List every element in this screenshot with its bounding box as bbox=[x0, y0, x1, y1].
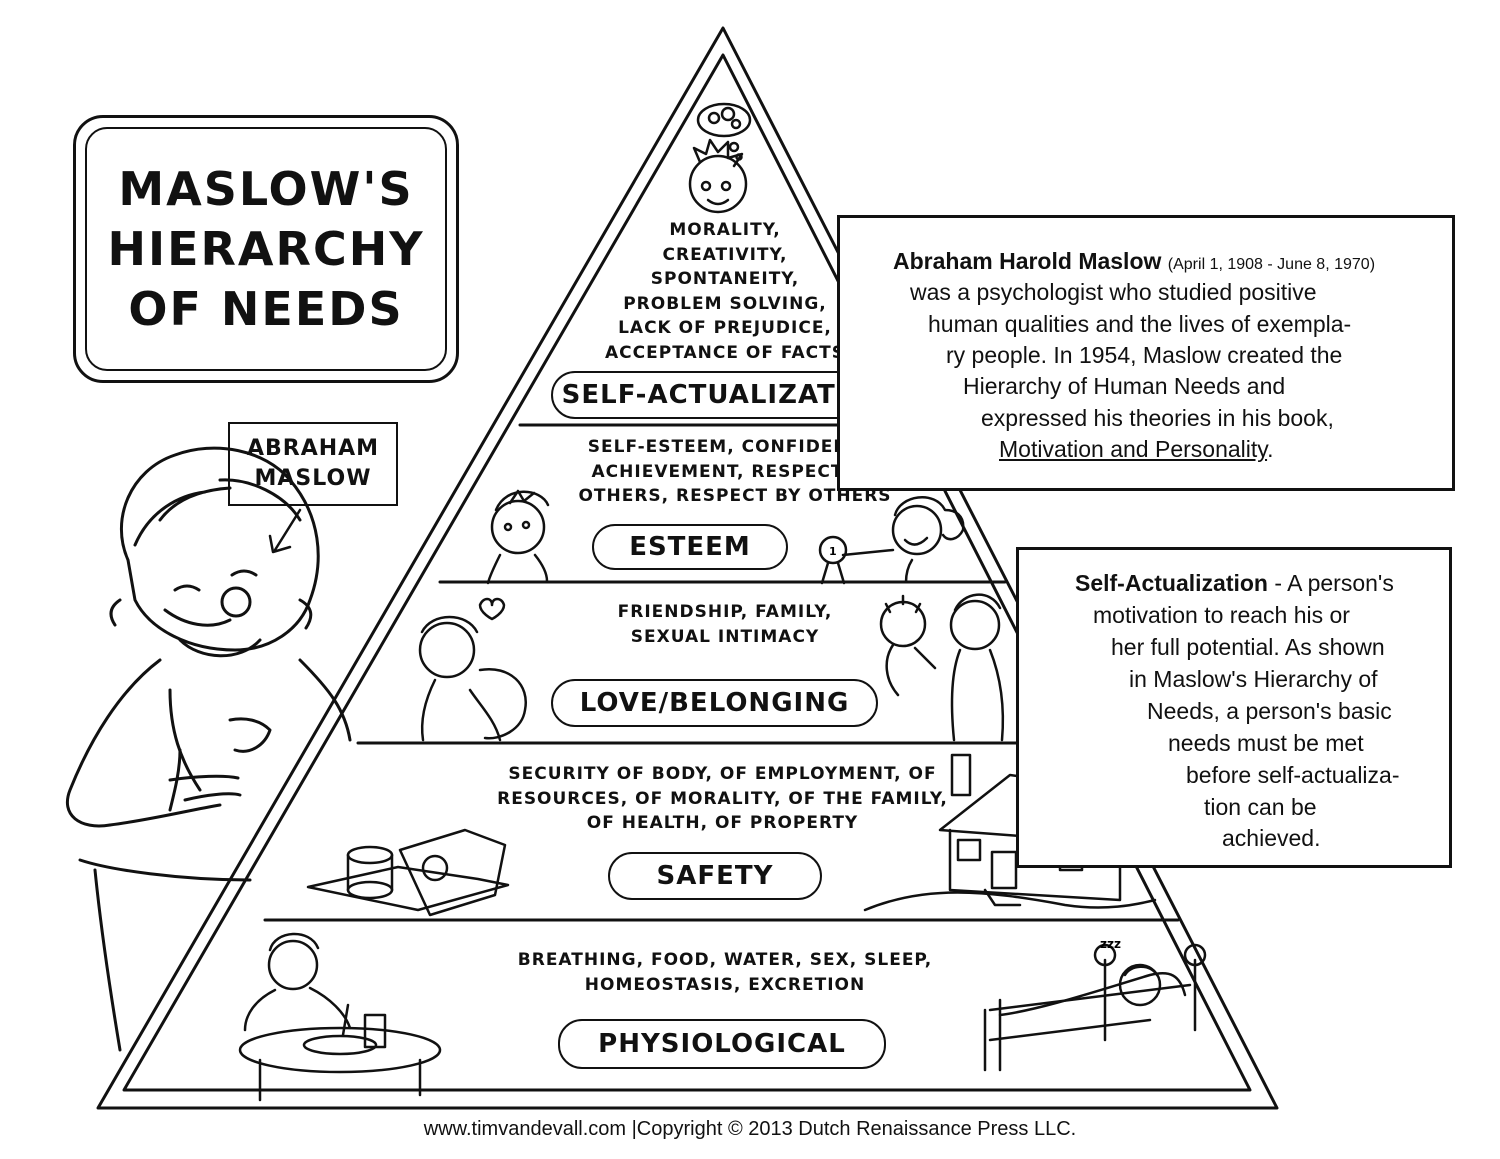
definition-line-8: achieved. bbox=[1222, 825, 1321, 851]
sleep-zzz: zzz bbox=[1100, 937, 1121, 951]
safety-needs: SECURITY OF BODY, OF EMPLOYMENT, OF RESO… bbox=[460, 762, 985, 836]
need-text: PROBLEM SOLVING, bbox=[623, 293, 827, 314]
need-text: MORALITY, bbox=[669, 220, 781, 240]
esteem-kids-illustration bbox=[486, 489, 965, 585]
definition-line-5: needs must be met bbox=[1168, 730, 1364, 756]
pyramid-outer-border bbox=[96, 26, 1279, 1110]
physiological-needs: BREATHING, FOOD, WATER, SEX, SLEEP, HOME… bbox=[495, 948, 955, 997]
need-text: ACCEPTANCE OF FACTS bbox=[605, 342, 845, 363]
award-badge-number: 1 bbox=[829, 545, 837, 558]
need-text: FRIENDSHIP, FAMILY, bbox=[617, 602, 833, 622]
definition-line-7: tion can be bbox=[1204, 794, 1317, 820]
definition-line-1: motivation to reach his or bbox=[1093, 602, 1350, 628]
love-belonging-needs: FRIENDSHIP, FAMILY, SEXUAL INTIMACY bbox=[560, 600, 890, 649]
footer-copyright: www.timvandevall.com |Copyright © 2013 D… bbox=[423, 1118, 1077, 1140]
bio-line-4: Hierarchy of Human Needs and bbox=[963, 373, 1286, 399]
maslow-illustration bbox=[65, 446, 352, 1052]
love-belonging-label: LOVE/BELONGING bbox=[551, 679, 878, 727]
definition-line-6: before self-actualiza- bbox=[1186, 762, 1400, 788]
definition-box bbox=[1016, 547, 1452, 868]
bio-line-2: human qualities and the lives of exempla… bbox=[928, 311, 1352, 337]
esteem-needs: SELF-ESTEEM, CONFIDENCE, ACHIEVEMENT, RE… bbox=[540, 435, 930, 509]
hugging-couple-illustration bbox=[418, 593, 1005, 742]
esteem-label: ESTEEM bbox=[592, 524, 788, 570]
title-line-3: OF NEEDS bbox=[128, 282, 404, 336]
pyramid-inner-border bbox=[122, 53, 1252, 1092]
caption-line-2: MASLOW bbox=[254, 466, 372, 491]
maslow-caption-box: ABRAHAM MASLOW bbox=[228, 422, 398, 506]
need-text: SECURITY OF BODY, OF EMPLOYMENT, OF bbox=[508, 764, 937, 784]
title-line-2: HIERARCHY bbox=[107, 222, 425, 276]
need-text: LACK OF PREJUDICE, bbox=[618, 318, 832, 338]
physiological-label: PHYSIOLOGICAL bbox=[558, 1019, 886, 1069]
need-text: SELF-ESTEEM, CONFIDENCE, bbox=[587, 437, 883, 457]
safety-label: SAFETY bbox=[608, 852, 822, 900]
self-actualization-needs: MORALITY, CREATIVITY, SPONTANEITY, PROBL… bbox=[560, 218, 890, 365]
money-stack-illustration bbox=[306, 828, 510, 917]
need-text: ACHIEVEMENT, RESPECT OF bbox=[591, 461, 879, 482]
need-text: OTHERS, RESPECT BY OTHERS bbox=[578, 486, 892, 506]
caption-line-1: ABRAHAM bbox=[246, 436, 380, 461]
book-period: . bbox=[1267, 436, 1274, 462]
definition-line-2: her full potential. As shown bbox=[1111, 634, 1385, 660]
bio-line-1: was a psychologist who studied positive bbox=[910, 279, 1317, 305]
thinking-kid-illustration bbox=[688, 102, 752, 214]
title-box: MASLOW'S HIERARCHY OF NEEDS bbox=[73, 115, 459, 383]
definition-term: Self-Actualization bbox=[1075, 570, 1268, 596]
need-text: BREATHING, FOOD, WATER, SEX, SLEEP, bbox=[517, 950, 933, 970]
bio-line-6: Motivation and Personality. bbox=[999, 434, 1273, 465]
bio-box bbox=[837, 215, 1455, 491]
need-text: HOMEOSTASIS, EXCRETION bbox=[584, 974, 866, 995]
need-text: RESOURCES, OF MORALITY, OF THE FAMILY, bbox=[497, 788, 948, 809]
bio-line-5: expressed his theories in his book, bbox=[981, 405, 1334, 431]
need-text: CREATIVITY, bbox=[662, 244, 788, 265]
bio-line-3: ry people. In 1954, Maslow created the bbox=[946, 342, 1343, 368]
definition-line-3: in Maslow's Hierarchy of bbox=[1129, 666, 1378, 692]
eating-kid-illustration bbox=[238, 932, 442, 1102]
title-line-1: MASLOW'S bbox=[118, 162, 414, 216]
sleeping-kid-illustration bbox=[983, 943, 1207, 1072]
definition-first: - A person's bbox=[1267, 570, 1394, 596]
book-title: Motivation and Personality bbox=[999, 436, 1268, 462]
need-text: SEXUAL INTIMACY bbox=[630, 626, 820, 647]
bio-line-0: Abraham Harold Maslow (April 1, 1908 - J… bbox=[893, 246, 1375, 280]
caption-arrow bbox=[268, 508, 302, 554]
definition-line-0: Self-Actualization - A person's bbox=[1075, 568, 1394, 599]
need-text: SPONTANEITY, bbox=[650, 269, 800, 289]
bio-dates: (April 1, 1908 - June 8, 1970) bbox=[1167, 256, 1376, 273]
bio-name: Abraham Harold Maslow bbox=[893, 248, 1162, 274]
need-text: OF HEALTH, OF PROPERTY bbox=[586, 813, 859, 833]
definition-line-4: Needs, a person's basic bbox=[1147, 698, 1392, 724]
